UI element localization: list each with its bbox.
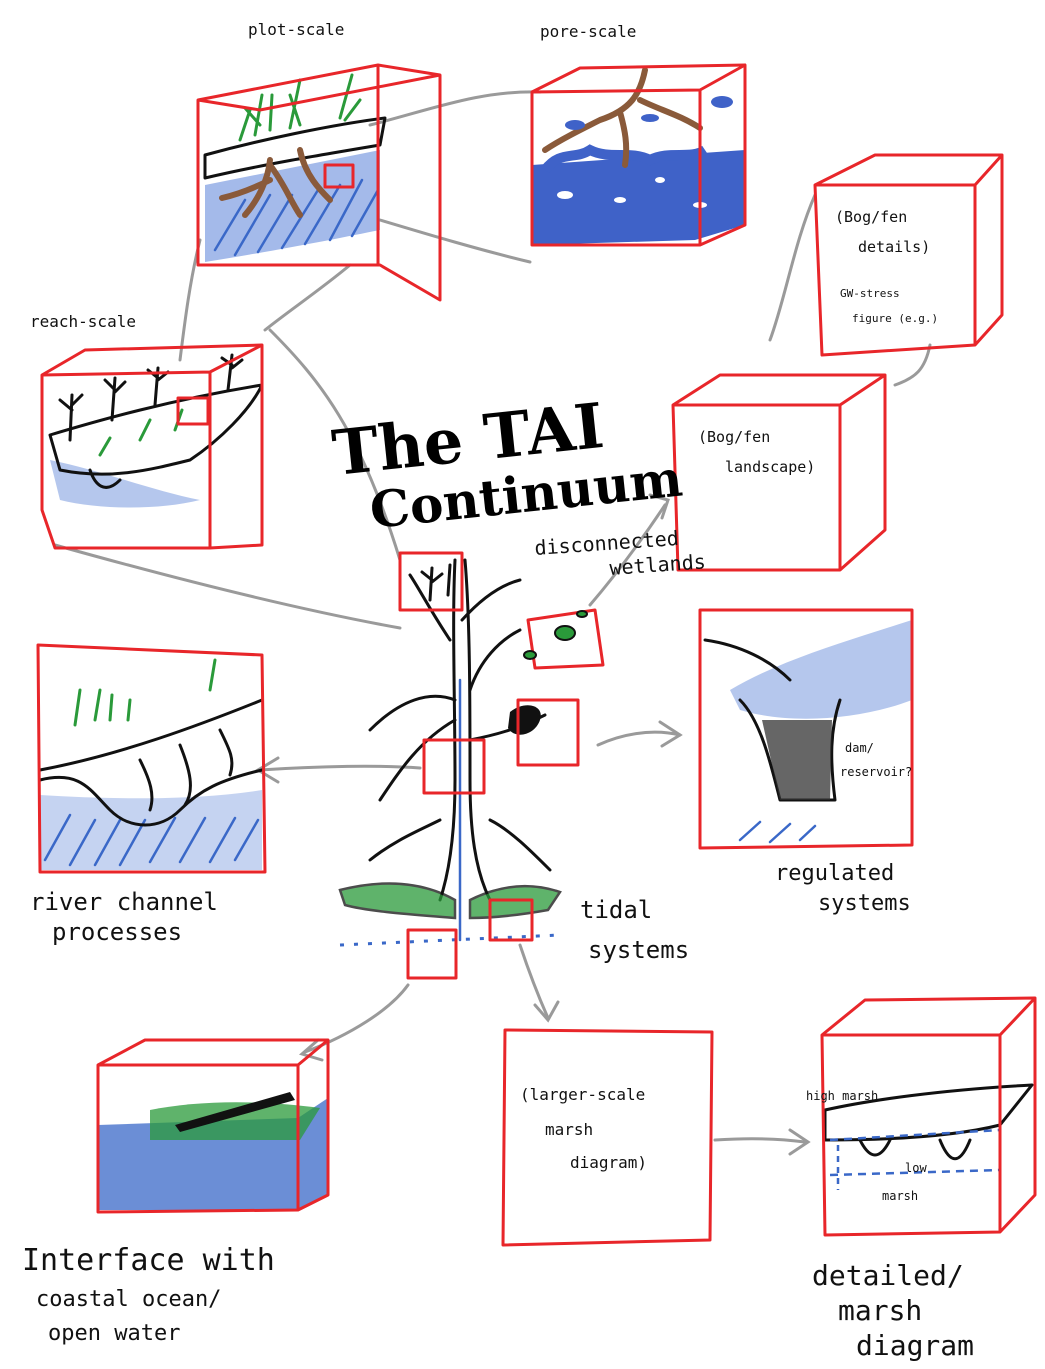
label-bog-landscape-2: landscape)	[725, 458, 815, 476]
label-bog-details-2: details)	[858, 238, 930, 256]
river-network-tree	[338, 551, 580, 980]
label-regulated-2: systems	[818, 891, 911, 916]
label-bog-details-3: GW-stress	[840, 287, 900, 300]
larger-marsh-box: (larger-scale marsh diagram)	[501, 1028, 714, 1247]
arrow-to-interface	[303, 983, 410, 1054]
plot-scale-cube: plot-scale	[196, 20, 442, 302]
label-disconnected-2: wetlands	[609, 549, 707, 580]
label-bog-details-4: figure (e.g.)	[852, 312, 938, 325]
river-channel-box: river channel processes	[30, 643, 267, 946]
label-plot-scale: plot-scale	[248, 20, 344, 39]
label-tidal-2: systems	[588, 936, 689, 964]
label-dam-2: reservoir?	[840, 765, 912, 779]
title: The TAI Continuum	[329, 389, 685, 540]
reach-scale-cube: reach-scale	[30, 312, 264, 550]
disconnected-wetlands: disconnected wetlands	[523, 526, 707, 670]
label-high-marsh: high marsh	[806, 1089, 878, 1103]
label-larger-3: diagram)	[570, 1153, 647, 1172]
label-tidal-1: tidal	[580, 896, 652, 924]
label-larger-2: marsh	[545, 1120, 593, 1139]
label-low-marsh-1: low	[905, 1161, 927, 1175]
pore-scale-cube: pore-scale	[530, 22, 747, 247]
bog-details-cube: (Bog/fen details) GW-stress figure (e.g.…	[813, 153, 1004, 357]
detailed-marsh-cube: high marsh low marsh detailed/ marsh dia…	[806, 996, 1037, 1362]
label-bog-landscape-1: (Bog/fen	[698, 428, 770, 446]
arrow-to-landscape	[588, 503, 667, 607]
label-larger-1: (larger-scale	[520, 1085, 645, 1104]
label-dam-1: dam/	[845, 741, 874, 755]
interface-cube: Interface with coastal ocean/ open water	[22, 1038, 330, 1346]
label-detailed-1: detailed/	[812, 1259, 964, 1292]
label-bog-details-1: (Bog/fen	[835, 208, 907, 226]
connector-lines	[53, 90, 932, 1156]
label-river-2: processes	[52, 918, 182, 946]
label-regulated-1: regulated	[775, 861, 894, 886]
regulated-systems-box: dam/ reservoir? regulated systems	[698, 608, 914, 916]
label-low-marsh-2: marsh	[882, 1189, 918, 1203]
arrow-to-larger	[518, 943, 550, 1020]
arrow-to-regulated	[596, 730, 682, 747]
label-detailed-2: marsh	[838, 1294, 922, 1327]
label-interface-3: open water	[48, 1321, 180, 1346]
label-interface-1: Interface with	[22, 1243, 275, 1278]
arrow-to-river	[258, 764, 422, 772]
label-interface-2: coastal ocean/	[36, 1287, 221, 1312]
label-reach-scale: reach-scale	[30, 312, 136, 331]
arrow-to-detailed	[713, 1137, 807, 1144]
label-pore-scale: pore-scale	[540, 22, 636, 41]
label-river-1: river channel	[30, 888, 218, 916]
label-detailed-3: diagram	[856, 1329, 974, 1362]
bog-landscape-cube: (Bog/fen landscape)	[671, 373, 887, 572]
